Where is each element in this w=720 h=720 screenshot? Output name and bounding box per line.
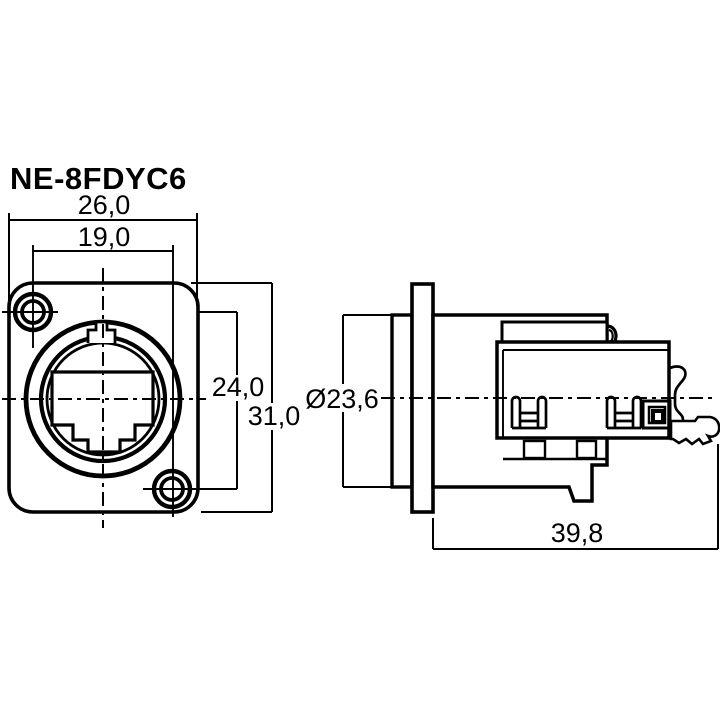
housing-window-1 <box>522 439 547 460</box>
front-view <box>2 245 237 528</box>
dim-depth <box>432 444 719 550</box>
label-barrel-diameter: Ø23,6 <box>305 384 379 414</box>
termination-block <box>641 399 672 430</box>
part-number-title: NE-8FDYC6 <box>10 161 187 196</box>
jack-module-inner-edge <box>502 349 668 437</box>
label-outer-height: 31,0 <box>248 401 301 431</box>
dim-barrel-diameter <box>342 314 392 488</box>
front-dimensions: 26,0 19,0 24,0 31,0 <box>8 190 301 513</box>
retainer-wire-loop-inner <box>608 328 614 344</box>
dim-outer-height <box>191 282 273 513</box>
dim-outer-width <box>8 213 198 301</box>
housing-window-2 <box>575 439 598 460</box>
side-view <box>381 282 720 514</box>
dim-hole-pitch-height <box>198 311 238 489</box>
latch-keyway-notch <box>86 320 117 343</box>
front-barrel <box>390 313 414 489</box>
side-dimensions: Ø23,6 39,8 <box>305 314 719 550</box>
spring-retainer-slab <box>500 320 609 344</box>
label-hole-pitch-height: 24,0 <box>212 372 265 402</box>
label-hole-pitch-width: 19,0 <box>78 222 131 252</box>
cable-latch-arm <box>669 415 720 446</box>
label-depth: 39,8 <box>551 518 604 548</box>
screw-hole-centerlines <box>2 245 237 517</box>
label-outer-width: 26,0 <box>78 190 131 220</box>
